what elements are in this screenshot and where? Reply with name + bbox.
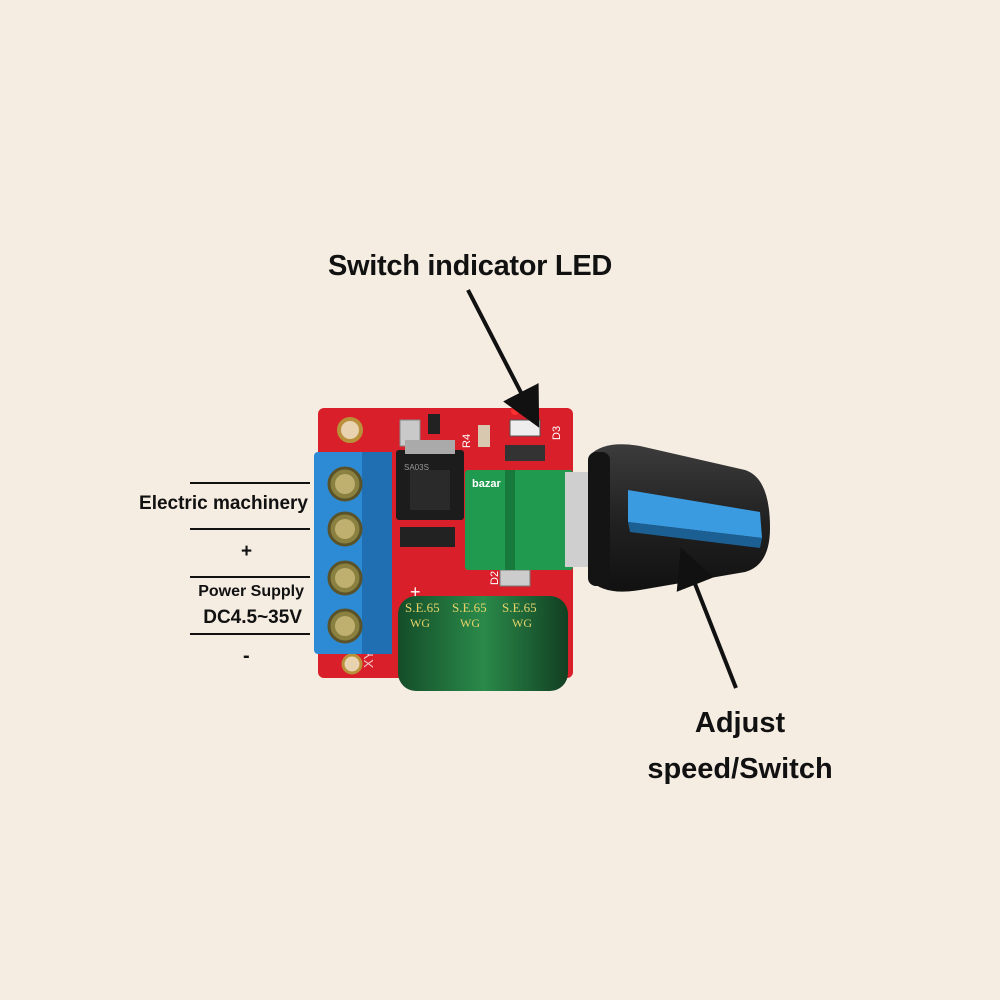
brand-text: bazar (472, 478, 501, 490)
wire-label-minus: - (243, 645, 250, 667)
terminal-screw (327, 560, 363, 596)
knob-callout-line1: Adjust (694, 707, 786, 739)
silk-plus: + (410, 582, 421, 602)
cap-text: S.E.65 (502, 600, 537, 615)
wire-label-voltage: DC4.5~35V (203, 607, 302, 628)
led-component (509, 419, 541, 437)
diode-d1 (505, 445, 545, 461)
wire-label-power-supply: Power Supply (198, 583, 304, 600)
silk-d2: D2 (489, 571, 501, 585)
led-callout-label: Switch indicator LED (328, 250, 613, 282)
potentiometer: bazar (465, 470, 591, 570)
capacitor: S.E.65 S.E.65 S.E.65 WG WG WG (398, 596, 568, 691)
wire-label-plus: + (241, 541, 253, 562)
mosfet: SA03S (396, 440, 464, 520)
silk-d3: D3 (551, 426, 563, 440)
cap-text: WG (460, 616, 480, 630)
led-dot (511, 407, 519, 415)
knob-arrow (676, 547, 738, 689)
diode-d2 (400, 527, 455, 547)
wire-lines (190, 482, 310, 635)
cap-text: S.E.65 (405, 600, 440, 615)
silk-xy: XY (361, 650, 376, 668)
terminal-screw (327, 466, 363, 502)
mounting-hole (337, 417, 363, 443)
speed-knob[interactable] (588, 444, 770, 592)
cap-text: S.E.65 (452, 600, 487, 615)
terminal-block (314, 452, 392, 654)
knob-callout-label: Adjust speed/Switch (600, 700, 880, 792)
cap-text: WG (512, 616, 532, 630)
mounting-hole (341, 653, 363, 675)
terminal-screw (327, 511, 363, 547)
terminal-screw (327, 608, 363, 644)
silk-r4: R4 (461, 434, 473, 448)
led-arrow (466, 289, 540, 428)
cap-text: WG (410, 616, 430, 630)
wire-label-machinery: Electric machinery (139, 493, 308, 514)
knob-callout-line2: speed/Switch (647, 753, 833, 785)
mosfet-text: SA03S (404, 463, 429, 472)
